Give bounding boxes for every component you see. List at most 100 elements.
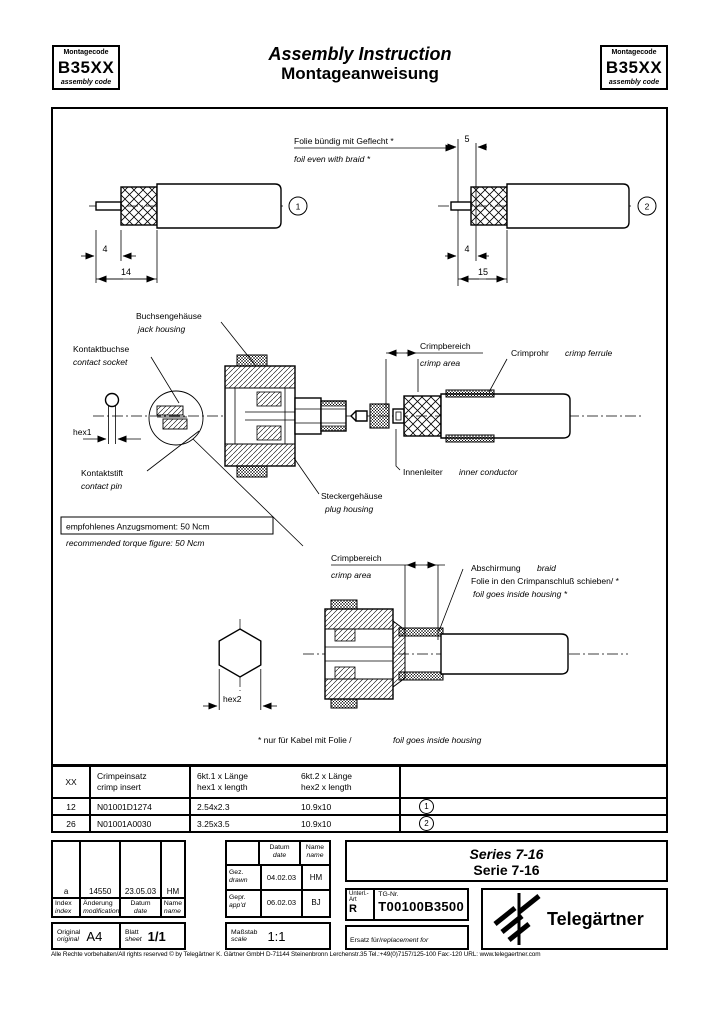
series-name-de: Serie 7-16: [473, 862, 540, 878]
tg-number-value: T00100B3500: [378, 898, 464, 914]
jack-housing-label-de: Buchsengehäuse: [136, 311, 202, 321]
exploded-view: hex1 Kontaktbuchse contact socket Kontak…: [73, 311, 641, 547]
detail-circle: [148, 390, 204, 446]
foil-inside-en: foil goes inside housing *: [473, 589, 568, 599]
original-format: A4: [86, 928, 103, 944]
hex2-end-view: [218, 628, 262, 678]
inner-conductor-stub: [95, 201, 122, 211]
foil-inside-de: Folie in den Crimpanschluß schieben/ *: [471, 576, 620, 586]
torque-en: recommended torque figure: 50 Ncm: [66, 538, 204, 548]
jack-housing-section: [224, 354, 347, 478]
svg-text:2: 2: [645, 202, 650, 212]
copyright-footer: Alle Rechte vorbehalten/All rights reser…: [51, 951, 541, 958]
technical-drawing: 1 4 14 Folie bündig mit Geflecht * foil …: [60, 134, 657, 745]
revision-index-value: a: [63, 887, 69, 896]
foil-note-en: foil even with braid *: [294, 154, 371, 164]
montagecode-value: B35XX: [57, 58, 115, 77]
crimp-ferrule: [445, 389, 495, 398]
footnote-de: * nur für Kabel mit Folie /: [258, 735, 352, 745]
svg-text:1: 1: [296, 202, 301, 212]
approved-date: 06.02.03: [262, 891, 303, 916]
montagecode-box-left: Montagecode B35XX assembly code: [52, 45, 120, 90]
assembly-code-label: assembly code: [60, 79, 112, 86]
dim-4: 4: [102, 244, 107, 254]
crimp-sleeve-part: [369, 403, 390, 429]
crimp-area2-label-en: crimp area: [331, 570, 371, 580]
braid-label-en: braid: [537, 563, 556, 573]
drawing-frame: 1 4 14 Folie bündig mit Geflecht * foil …: [51, 107, 668, 766]
page-title: Assembly Instruction Montageanweisung: [0, 44, 720, 83]
braid-section: [403, 395, 442, 437]
contact-socket-label-en: contact socket: [73, 357, 128, 367]
dim-5: 5: [464, 134, 469, 144]
revision-date-value: 23.05.03: [124, 887, 157, 896]
torque-note: empfohlenes Anzugsmoment: 50 Ncm recomme…: [60, 516, 274, 548]
doc-number-block: Unterl.-Art R TG-Nr. T00100B3500: [345, 888, 469, 921]
tg-number-label: TG-Nr.: [378, 891, 399, 898]
jack-housing-label-en: jack housing: [137, 324, 186, 334]
contact-pin-label-de: Kontaktstift: [81, 468, 124, 478]
cable-jacket: [440, 393, 571, 439]
washer-part: [392, 408, 405, 424]
series-block: Series 7-16 Serie 7-16: [345, 840, 668, 882]
crimp-area-label-de: Crimpbereich: [420, 341, 471, 351]
crimp-area2-label-de: Crimpbereich: [331, 553, 382, 563]
dim-14: 14: [121, 267, 131, 277]
inner-conductor-label-de: Innenleiter: [403, 467, 443, 477]
inner-conductor-pin: [350, 410, 368, 422]
approved-by: BJ: [311, 898, 321, 907]
torque-de: empfohlenes Anzugsmoment: 50 Ncm: [66, 522, 210, 532]
cable-jacket: [440, 633, 569, 675]
title-english: Assembly Instruction: [268, 44, 452, 64]
ref-balloon-1: [288, 196, 308, 216]
inner-conductor-label-en: inner conductor: [459, 467, 519, 477]
crimp-area-label-en: crimp area: [420, 358, 460, 368]
cable-jacket: [506, 183, 630, 229]
crimp-ferrule-label-de: Crimprohr: [511, 348, 549, 358]
hex1-label: hex1: [73, 427, 92, 437]
crimped-ferrule: [398, 627, 444, 637]
assembled-view: Crimpbereich crimp area Abschirmung brai…: [203, 553, 628, 745]
sheet-number: 1/1: [147, 928, 166, 944]
ref-balloon-2: 2: [419, 817, 434, 830]
replacement-block: Ersatz für/replacement for: [345, 925, 469, 950]
cable-drawing-1: 1 4 14: [81, 183, 308, 283]
revision-mod-value: 14550: [89, 887, 112, 896]
plug-housing-label-en: plug housing: [324, 504, 373, 514]
foil-note-de: Folie bündig mit Geflecht *: [294, 136, 394, 146]
revision-name-value: HM: [166, 887, 180, 896]
assembled-connector-section: [324, 599, 406, 709]
montagecode-box-right: Montagecode B35XX assembly code: [600, 45, 668, 90]
braid-label-de: Abschirmung: [471, 563, 521, 573]
contact-pin-label-en: contact pin: [81, 481, 122, 491]
crimp-ferrule-label-en: crimp ferrule: [565, 348, 613, 358]
hex2-label: hex2: [223, 694, 242, 704]
ref-balloon-2: [637, 196, 657, 216]
telegaertner-logo-icon: [493, 893, 541, 945]
contact-pin-end-view: [104, 392, 120, 408]
dim-15: 15: [478, 267, 488, 277]
footnote-en: foil goes inside housing: [393, 735, 482, 745]
series-name-en: Series 7-16: [469, 846, 544, 862]
dim-4: 4: [464, 244, 469, 254]
company-name: Telegärtner: [547, 908, 644, 929]
scale-value: 1:1: [267, 928, 286, 944]
braid-section: [120, 186, 158, 226]
braid-section: [470, 186, 508, 226]
cable-jacket: [156, 183, 282, 229]
inner-conductor-stub: [450, 201, 472, 211]
col-header-xx: XX: [51, 765, 91, 799]
doc-type: R: [349, 903, 357, 915]
drawn-by: HM: [309, 873, 323, 882]
plug-housing-label-de: Steckergehäuse: [321, 491, 383, 501]
drawn-date: 04.02.03: [262, 866, 303, 889]
company-logo-block: Telegärtner: [481, 888, 668, 950]
